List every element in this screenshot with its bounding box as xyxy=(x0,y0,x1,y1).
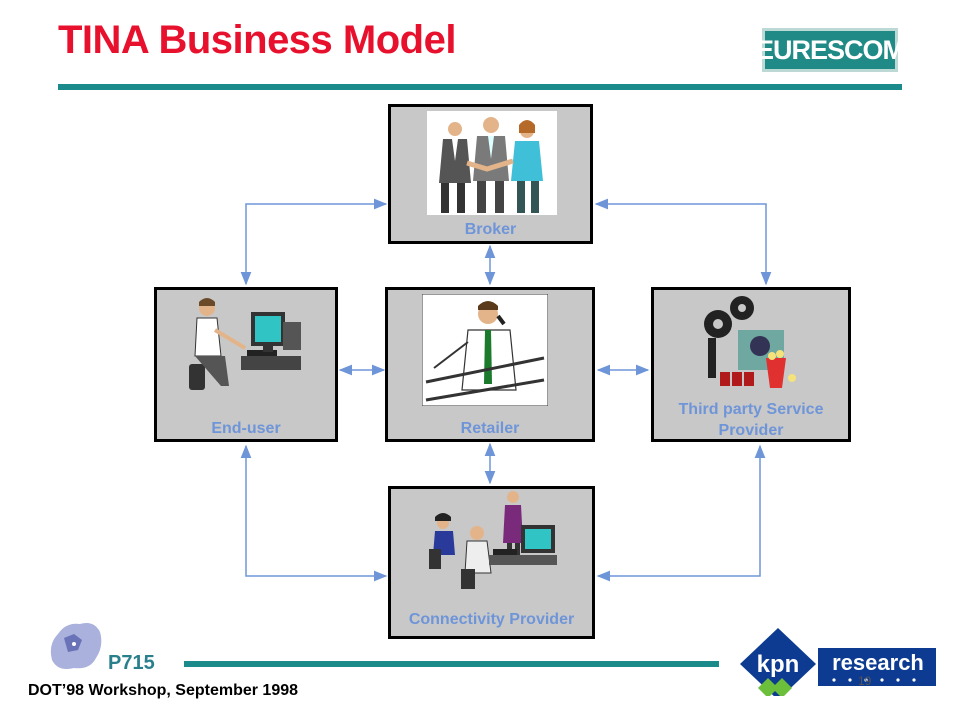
phone-businessman-icon xyxy=(422,294,548,406)
edge-broker-third-party xyxy=(594,198,772,286)
slide-title: TINA Business Model xyxy=(58,18,456,62)
node-third-party-label: Third party Service Provider xyxy=(678,401,824,439)
node-retailer: Retailer xyxy=(385,287,595,442)
page-number: 19 xyxy=(858,674,872,688)
handshake-people-icon xyxy=(427,111,557,215)
research-logo-text: research xyxy=(832,650,924,675)
computer-user-icon xyxy=(189,298,301,390)
footer-text: DOT’98 Workshop, September 1998 xyxy=(28,682,299,699)
kpn-logo-text: kpn xyxy=(757,651,800,678)
film-reel-theatre-icon xyxy=(704,296,796,388)
europe-map-icon xyxy=(50,623,102,669)
project-code: P715 xyxy=(108,652,155,674)
node-broker: Broker xyxy=(388,104,593,244)
edge-third-party-connectivity xyxy=(596,444,766,582)
top-rule xyxy=(58,84,902,90)
node-end-user: End-user xyxy=(154,287,338,442)
node-retailer-label: Retailer xyxy=(460,420,520,437)
edge-broker-end-user xyxy=(240,198,388,286)
node-broker-label: Broker xyxy=(464,221,517,238)
eurescom-logo: EURESCOM xyxy=(756,28,905,72)
node-connectivity-label: Connectivity Provider xyxy=(408,611,575,628)
edge-end-user-connectivity xyxy=(240,444,388,582)
node-end-user-label: End-user xyxy=(211,420,281,437)
bottom-rule xyxy=(184,661,719,667)
node-third-party: Third party Service Provider xyxy=(651,287,851,442)
office-workers-icon xyxy=(429,491,557,589)
node-connectivity: Connectivity Provider xyxy=(388,486,595,639)
kpn-research-logo: kpn research xyxy=(740,628,936,696)
